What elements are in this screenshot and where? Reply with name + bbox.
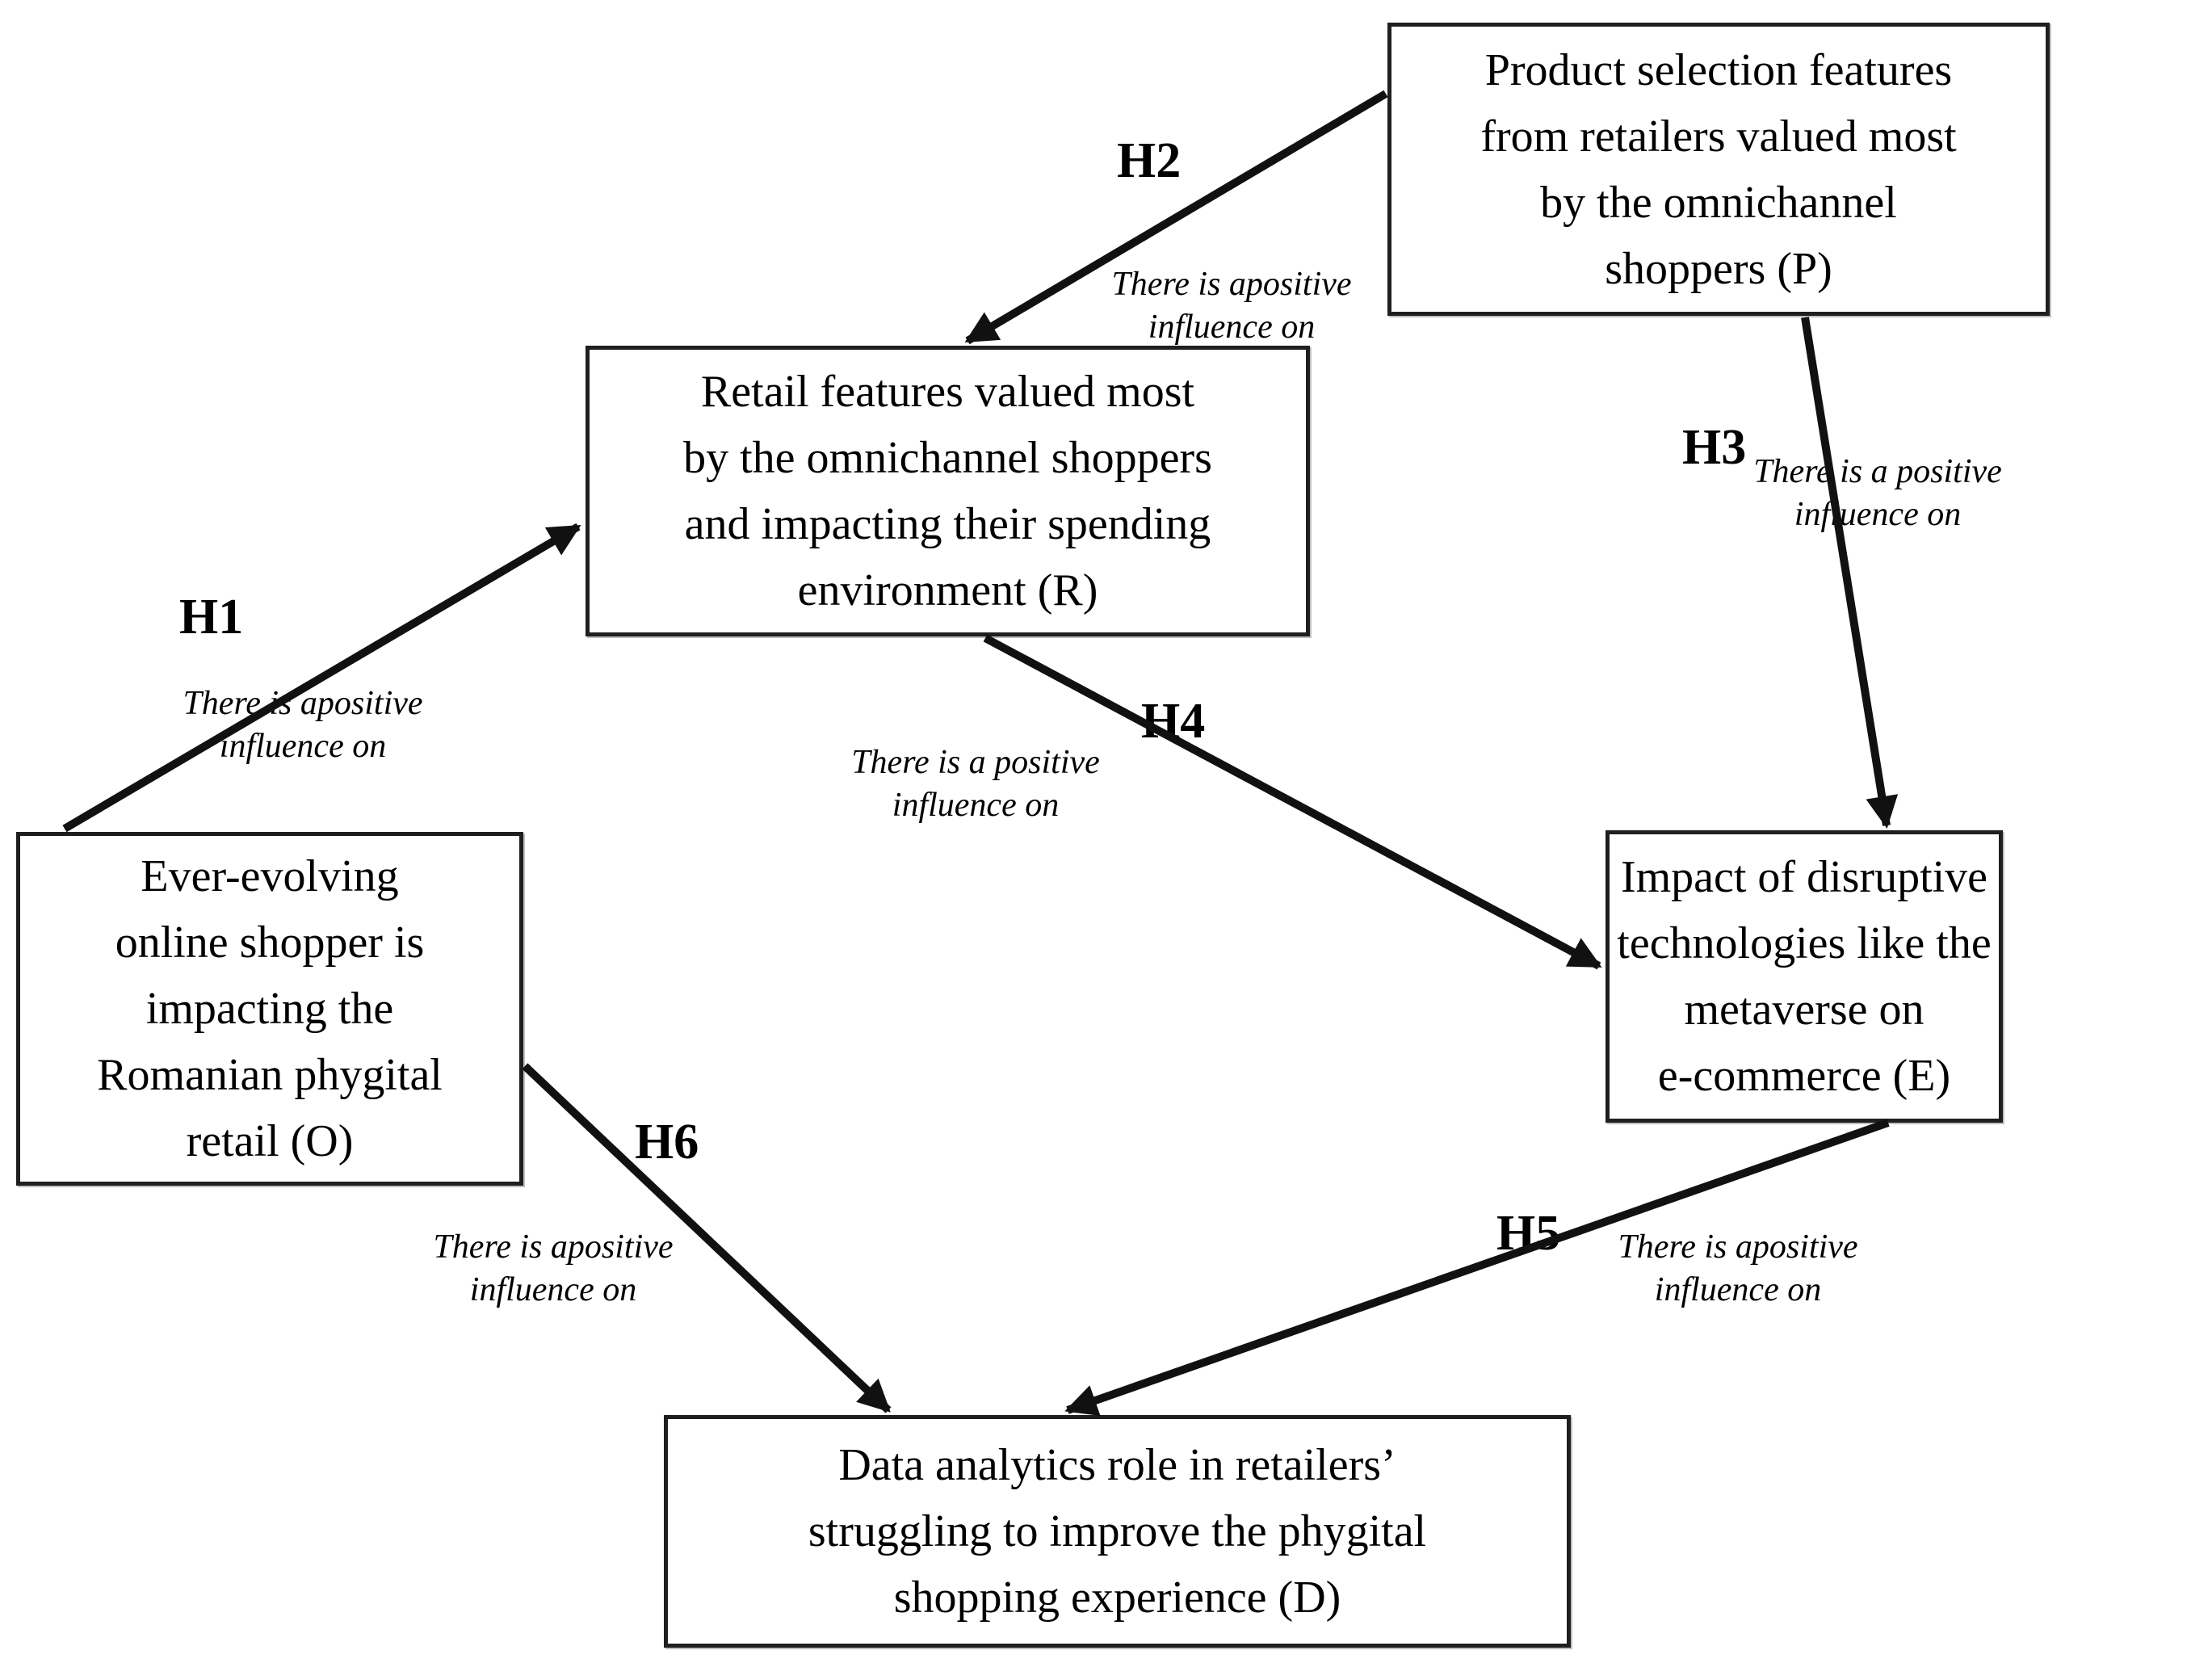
hypothesis-annotation-h3: There is a positive influence on bbox=[1753, 453, 2002, 533]
node-retail-features: Retail features valued most by the omnic… bbox=[586, 346, 1310, 636]
hypothesis-label-h1: H1 bbox=[179, 590, 244, 645]
hypothesis-label-h5: H5 bbox=[1496, 1206, 1561, 1261]
hypothesis-label-h2: H2 bbox=[1117, 133, 1182, 188]
node-online-shopper: Ever-evolving online shopper is impactin… bbox=[16, 832, 523, 1186]
hypothesis-annotation-h5: There is apositive influence on bbox=[1618, 1228, 1858, 1308]
hypothesis-annotation-h4: There is a positive influence on bbox=[851, 744, 1100, 824]
hypothesis-label-h3: H3 bbox=[1682, 420, 1747, 475]
hypothesis-annotation-h6: There is apositive influence on bbox=[433, 1228, 674, 1308]
arrow-h1-o-to-r bbox=[62, 523, 581, 833]
node-disruptive-technologies: Impact of disruptive technologies like t… bbox=[1605, 830, 2003, 1123]
node-data-analytics: Data analytics role in retailers’ strugg… bbox=[664, 1415, 1571, 1648]
node-product-selection-features: Product selection features from retailer… bbox=[1387, 23, 2050, 316]
hypothesis-annotation-h2: There is apositive influence on bbox=[1111, 266, 1352, 346]
hypothesis-label-h6: H6 bbox=[635, 1115, 699, 1170]
hypothesis-label-h4: H4 bbox=[1141, 694, 1206, 749]
hypothesis-annotation-h1: There is apositive influence on bbox=[183, 685, 423, 765]
arrow-h3-p-to-e bbox=[1801, 317, 1899, 829]
